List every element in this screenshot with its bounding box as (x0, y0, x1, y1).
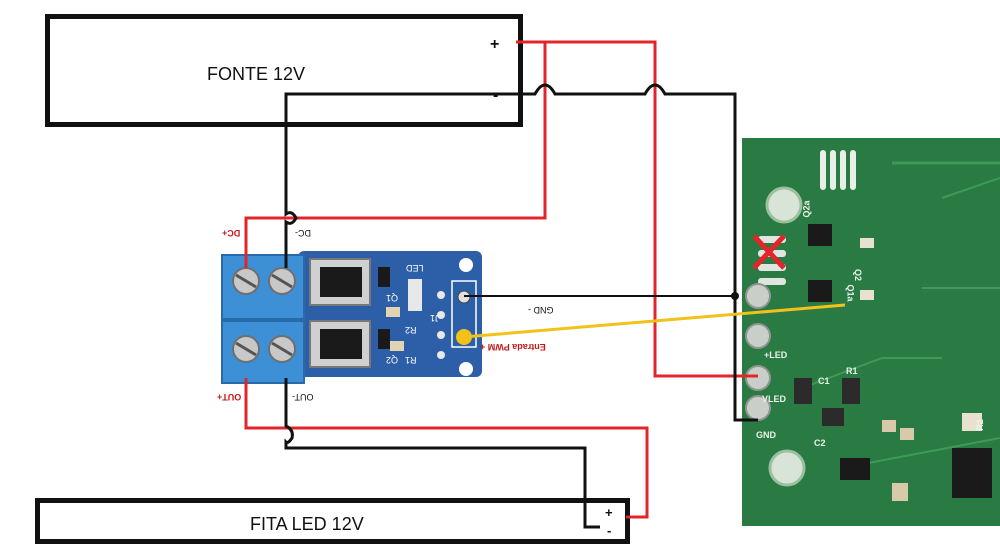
wire-supply-plus-to-dc-plus (244, 40, 547, 268)
power-supply-box: FONTE 12V + - (45, 14, 523, 127)
board-label-led-plus: +LED (764, 350, 788, 360)
led-strip-title: FITA LED 12V (250, 514, 364, 534)
power-supply-title: FONTE 12V (207, 64, 306, 84)
wire-pwm (463, 303, 846, 339)
controller-board: Q2a Q1a Q2 R2 R1 C1 C2 +LED VLED GND (742, 138, 1000, 526)
wire-supply-minus-to-dc-minus (284, 92, 516, 268)
led-strip-minus-terminal: - (607, 523, 612, 538)
board-label-r1: R1 (846, 366, 858, 376)
wire-supply-plus-to-controller (545, 40, 758, 378)
wire-out-minus-to-strip (284, 378, 600, 529)
led-strip-box: FITA LED 12V + - (35, 498, 630, 544)
junction-gnd (731, 292, 739, 300)
wire-supply-minus-to-controller-gnd (516, 83, 758, 422)
board-label-c2: C2 (814, 438, 826, 448)
wire-out-plus-to-strip (244, 378, 649, 519)
controller-board-artwork (745, 150, 1000, 501)
led-strip-plus-terminal: + (605, 505, 613, 520)
board-label-vled: VLED (762, 394, 787, 404)
board-label-gnd: GND (756, 430, 776, 440)
mosfet-module: LED J1 R1 R2 Q1 Q2 (220, 245, 482, 387)
board-label-c1: C1 (818, 376, 830, 386)
mosfet-module-artwork (220, 249, 482, 385)
power-supply-plus-terminal: + (490, 36, 500, 53)
